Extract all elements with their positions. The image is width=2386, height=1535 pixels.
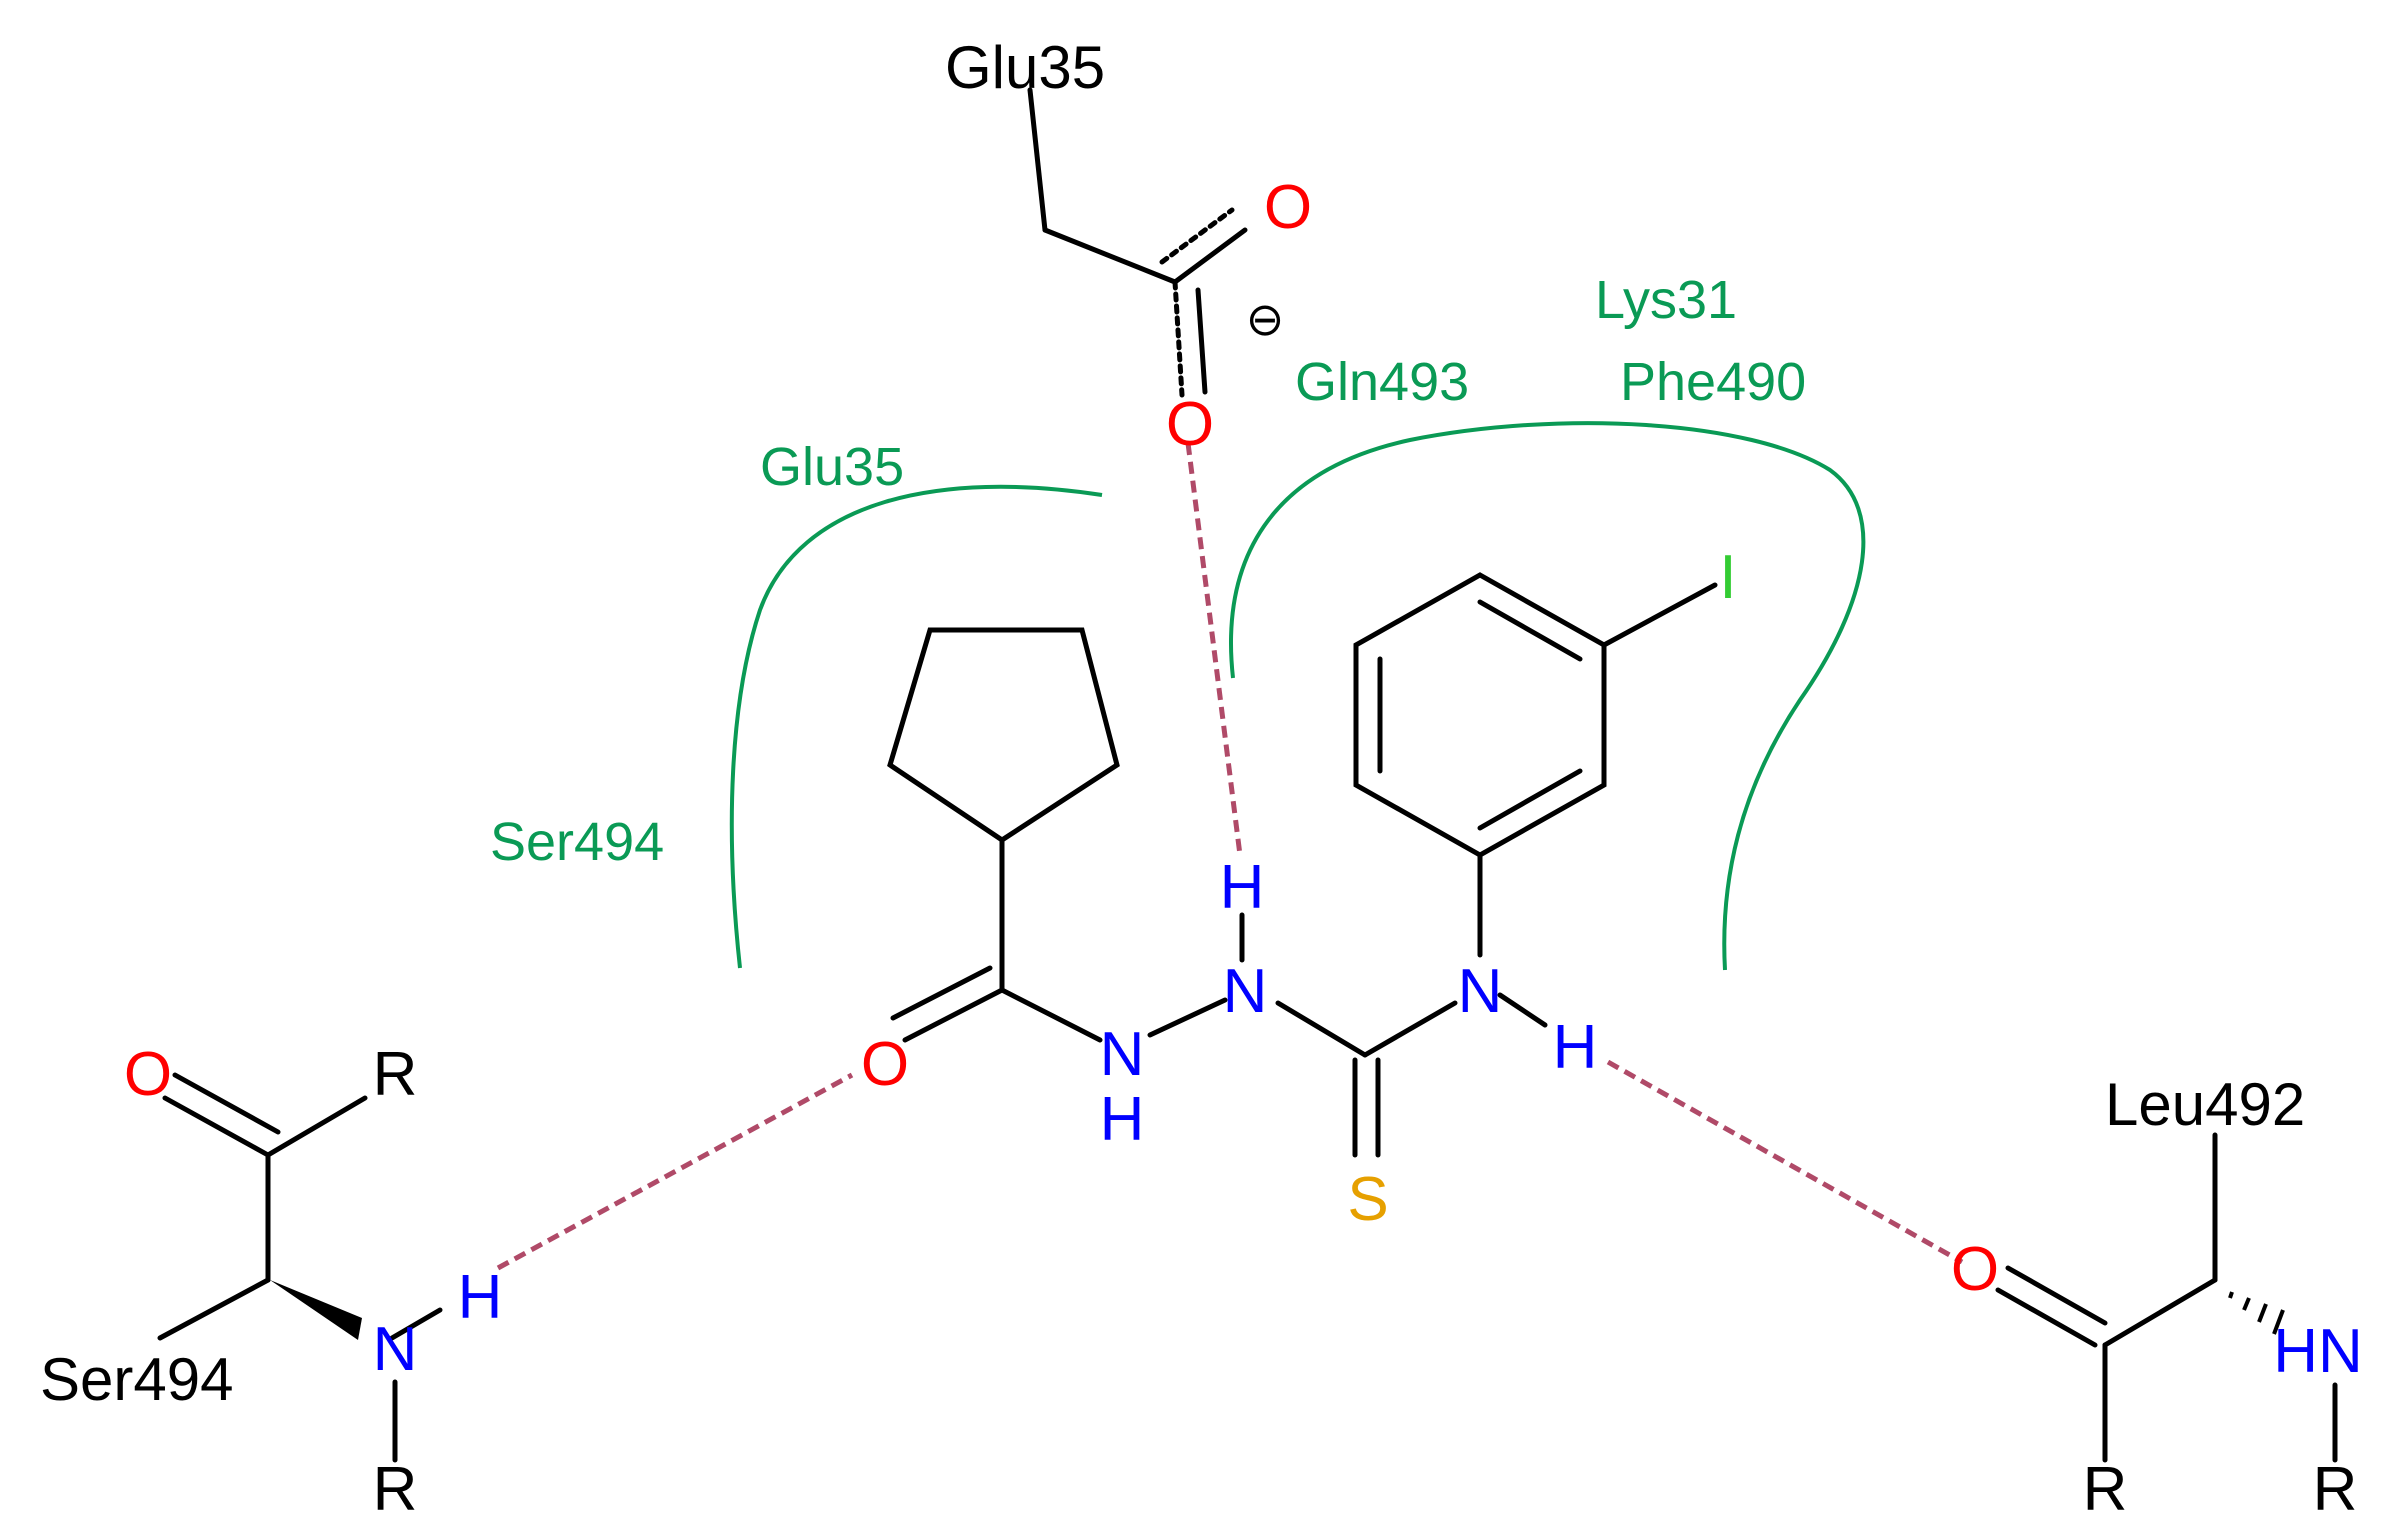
bond <box>1497 992 1548 1028</box>
bonds <box>157 87 2338 1463</box>
bond <box>1995 1287 2098 1348</box>
atom-O: O <box>1264 173 1312 242</box>
residue-label-glu35: Glu35 <box>945 34 1105 101</box>
bond <box>157 1277 271 1341</box>
atom-N: N <box>1223 957 1268 1026</box>
pocket-label-phe490: Phe490 <box>1620 352 1806 412</box>
hydrogen-bonds <box>496 442 1964 1271</box>
bond <box>2102 1277 2218 1348</box>
bond <box>265 1095 368 1158</box>
phenyl-ring <box>1353 572 1607 858</box>
bond <box>2005 1265 2108 1326</box>
atom-I: I <box>1719 543 1736 612</box>
atom-O: O <box>1951 1235 1999 1304</box>
hbond-ser-o <box>496 1072 854 1271</box>
atom-R: R <box>2083 1455 2128 1524</box>
pocket-label-ser494: Ser494 <box>490 812 664 872</box>
atom-R: R <box>2313 1455 2358 1524</box>
atom-H: H <box>1220 853 1265 922</box>
bond <box>172 1072 281 1135</box>
residue-label-leu492: Leu492 <box>2105 1071 2305 1138</box>
hash-line <box>2242 1297 2251 1311</box>
atom-O: O <box>124 1040 172 1109</box>
bond <box>1275 1000 1368 1058</box>
atom-HN: HN <box>2273 1317 2363 1386</box>
pocket-curve-left <box>729 484 1103 969</box>
atom-N: N <box>1100 1020 1145 1089</box>
bond <box>1159 207 1235 265</box>
hash-line <box>2228 1291 2234 1299</box>
bond <box>1195 287 1208 395</box>
atom-H: H <box>1100 1085 1145 1154</box>
bond <box>162 1095 271 1158</box>
bond <box>389 1307 443 1341</box>
atom-S: S <box>1347 1165 1388 1234</box>
cyclopentane-ring <box>887 627 1120 843</box>
bond <box>1172 227 1248 285</box>
pocket-curve-right <box>1229 421 1866 971</box>
charge-minus-icon: ⊖ <box>1246 293 1285 345</box>
hbond-leu-nh <box>1606 1059 1964 1265</box>
atom-R: R <box>373 1455 418 1524</box>
bond <box>1477 768 1583 831</box>
bond <box>1027 87 1048 233</box>
atom-H: H <box>1553 1013 1598 1082</box>
atom-N: N <box>373 1315 418 1384</box>
bond <box>1172 279 1185 398</box>
pocket-curves <box>729 421 1866 971</box>
atom-O: O <box>1166 390 1214 459</box>
atom-R: R <box>373 1040 418 1109</box>
pocket-labels: Glu35 Ser494 Gln493 Lys31 Phe490 <box>490 270 1806 872</box>
wedge-bond <box>270 1280 362 1340</box>
hash-bond <box>2228 1291 2285 1335</box>
bond <box>1147 997 1228 1038</box>
bond <box>902 987 1005 1043</box>
atom-N: N <box>1458 957 1503 1026</box>
bond <box>1477 599 1583 662</box>
pocket-label-lys31: Lys31 <box>1595 270 1737 330</box>
hash-line <box>2272 1309 2285 1335</box>
residue-label-ser494: Ser494 <box>40 1346 233 1413</box>
bond <box>1042 227 1178 285</box>
bond <box>1362 1000 1458 1058</box>
hash-line <box>2257 1303 2268 1323</box>
bond <box>1601 582 1718 648</box>
bond <box>890 965 993 1021</box>
hbond-glu-nh <box>1185 442 1243 856</box>
atom-O: O <box>861 1030 909 1099</box>
bond <box>999 987 1103 1043</box>
atom-labels: O O ⊖ O N H H N N H S I O R N H R O HN R… <box>124 173 2363 1524</box>
pocket-label-gln493: Gln493 <box>1295 352 1469 412</box>
pocket-label-glu35: Glu35 <box>760 437 904 497</box>
atom-H: H <box>458 1263 503 1332</box>
